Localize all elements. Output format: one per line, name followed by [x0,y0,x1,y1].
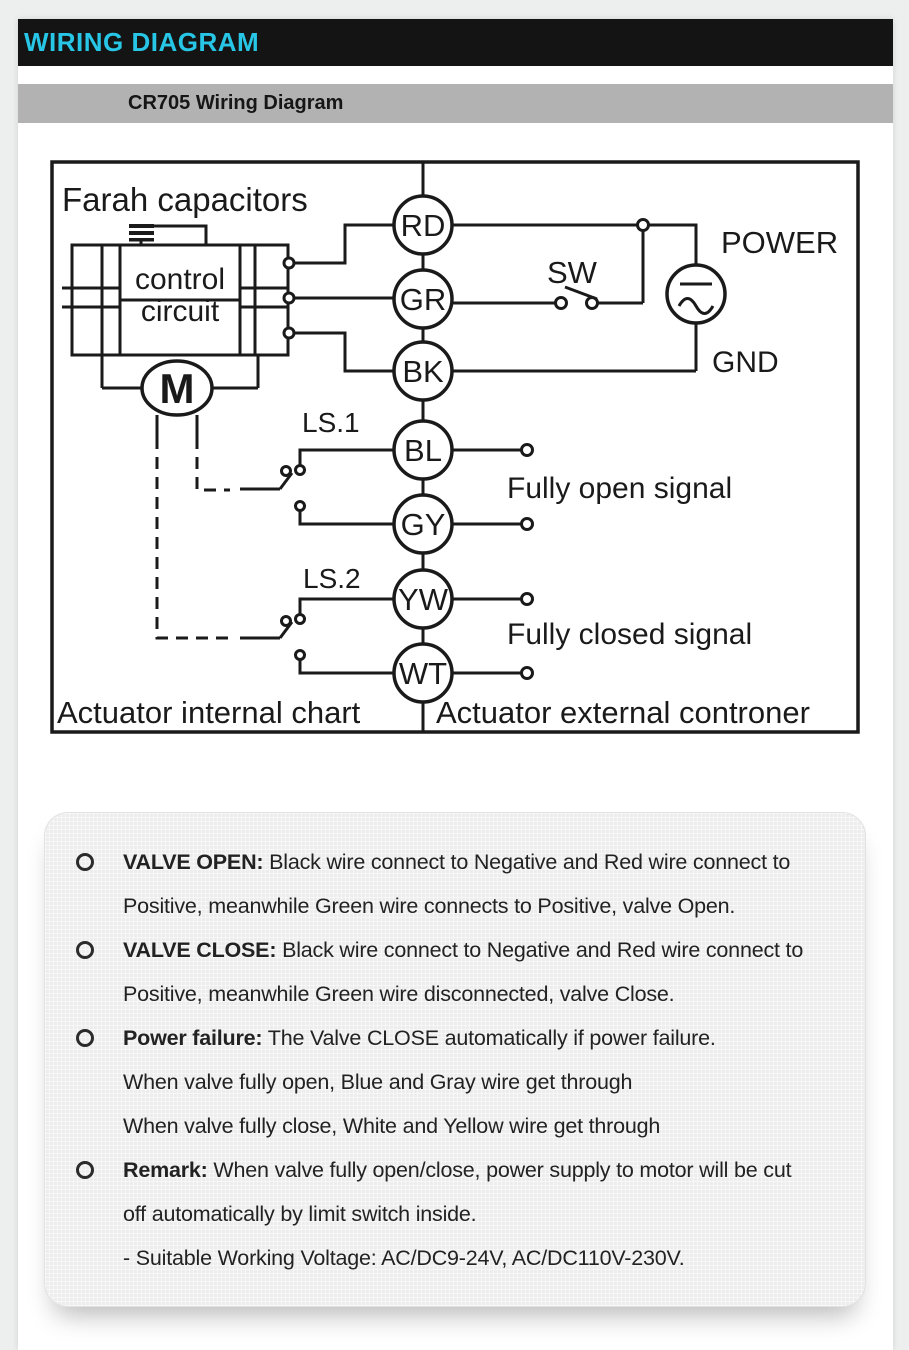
note-text: When valve fully open, Blue and Gray wir… [123,1070,633,1094]
bullet-icon [76,941,94,959]
ls2-label: LS.2 [303,563,361,594]
limit-switch-ls2 [240,597,394,675]
sw-label: SW [547,255,598,290]
note-power-failure: Power failure: The Valve CLOSE automatic… [76,1016,845,1148]
bullet-icon [76,1161,94,1179]
wire-label-gy: GY [401,507,446,542]
wire-label-rd: RD [401,208,446,243]
external-controller-label: Actuator external controner [436,695,810,730]
wire-label-yw: YW [398,582,449,617]
note-text: Black wire connect to Negative and Red w… [276,938,804,962]
note-valve-close: VALVE CLOSE: Black wire connect to Negat… [76,928,845,1016]
wire-label-gr: GR [400,282,447,317]
motor [100,355,260,437]
note-text: Positive, meanwhile Green wire connects … [123,894,736,918]
page-title: WIRING DIAGRAM [24,27,260,57]
wire-label-wt: WT [399,656,447,691]
wiring-diagram-figure: Farah capacitors control circuit M LS.1 … [50,160,860,734]
control-label: control [135,263,225,296]
diagram-subtitle: CR705 Wiring Diagram [128,92,344,114]
farah-capacitors-label: Farah capacitors [62,181,308,218]
fully-open-label: Fully open signal [507,472,732,505]
power-wiring [452,218,698,373]
note-label: VALVE OPEN: [123,850,264,874]
motor-dashed-wires [155,437,230,640]
wire-label-bl: BL [404,433,442,468]
bullet-icon [76,853,94,871]
actuator-body [62,243,290,357]
note-text: When valve fully close, White and Yellow… [123,1114,661,1138]
motor-label: M [160,365,195,412]
fully-closed-label: Fully closed signal [507,618,752,651]
bullet-icon [76,1029,94,1047]
note-remark: Remark: When valve fully open/close, pow… [76,1148,845,1280]
body-terminals [282,223,394,373]
note-text: Black wire connect to Negative and Red w… [263,850,791,874]
note-text: - Suitable Working Voltage: AC/DC9-24V, … [123,1246,685,1270]
note-text: off automatically by limit switch inside… [123,1202,477,1226]
note-label: Remark: [123,1158,208,1182]
note-valve-open: VALVE OPEN: Black wire connect to Negati… [76,840,845,928]
capacitor-icon [129,224,208,245]
subheader-bar: CR705 Wiring Diagram [18,84,893,123]
signal-terminals [452,443,534,680]
note-text: Positive, meanwhile Green wire disconnec… [123,982,675,1006]
power-source-icon [665,263,727,325]
internal-chart-label: Actuator internal chart [57,695,361,730]
notes-panel: VALVE OPEN: Black wire connect to Negati… [44,812,866,1307]
ls1-label: LS.1 [302,407,360,438]
power-label: POWER [721,225,838,260]
gnd-label: GND [712,346,779,379]
note-label: Power failure: [123,1026,263,1050]
note-label: VALVE CLOSE: [123,938,277,962]
header-bar: WIRING DIAGRAM [18,19,893,66]
wire-chain [392,162,454,732]
note-text: When valve fully open/close, power suppl… [207,1158,792,1182]
note-text: The Valve CLOSE automatically if power f… [262,1026,716,1050]
wire-label-bk: BK [402,354,444,389]
diagram-frame [50,160,860,734]
limit-switch-ls1 [240,448,394,526]
circuit-label: circuit [141,295,220,328]
